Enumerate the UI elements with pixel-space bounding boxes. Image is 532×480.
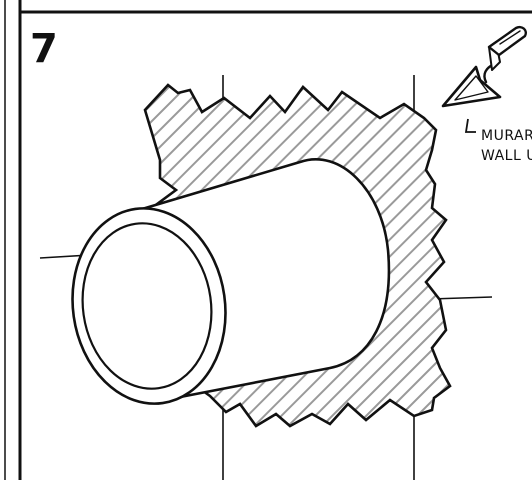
trowel-icon bbox=[441, 25, 527, 108]
callout-label-english: WALL U bbox=[481, 148, 532, 164]
step-number: 7 bbox=[30, 26, 58, 72]
callout-label-italian: MURARE bbox=[481, 128, 532, 144]
callout-leader bbox=[464, 118, 476, 133]
pipe-sleeve bbox=[71, 158, 391, 405]
panel-frame bbox=[4, 0, 532, 480]
